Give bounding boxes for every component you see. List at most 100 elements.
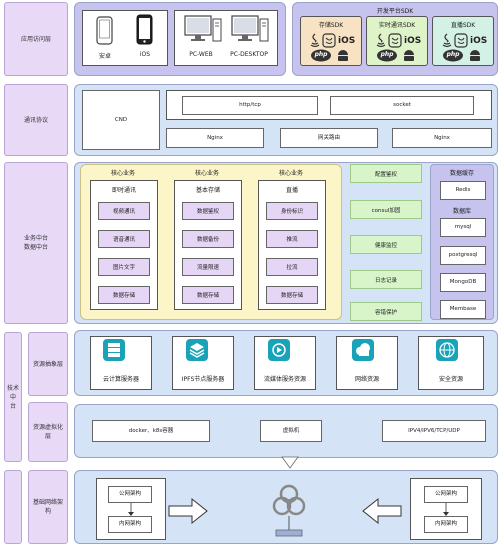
resource-label: IPFS节点服务器 bbox=[181, 376, 225, 383]
core-item: 语音通讯 bbox=[98, 230, 150, 248]
device-pc-desktop-label: PC-DESKTOP bbox=[230, 51, 268, 58]
java-icon bbox=[376, 33, 386, 48]
gateway-label: 网关路由 bbox=[317, 134, 340, 141]
sdk-live bbox=[432, 16, 494, 66]
lane-tech-platform: 技术中 台 bbox=[4, 332, 22, 462]
socket-label: socket bbox=[393, 102, 411, 108]
media-icon bbox=[268, 339, 290, 361]
left-public-net: 公网架构 bbox=[108, 486, 152, 503]
ios-icon: iOS bbox=[338, 36, 356, 46]
left-arrow-down bbox=[128, 503, 134, 516]
core-col-header: 核心业务 bbox=[278, 170, 303, 177]
resource-label: 云计算服务器 bbox=[102, 376, 139, 383]
service-fault-tolerance: 容错保护 bbox=[350, 302, 422, 321]
lane-label: 技术中 bbox=[6, 384, 19, 401]
open-platform-title: 开发平台SDK bbox=[376, 8, 414, 15]
service-health: 健康监控 bbox=[350, 235, 422, 254]
lane-label: 资源虚拟化层 bbox=[32, 424, 63, 440]
core-col-title: 基本存储 bbox=[195, 187, 220, 194]
php-icon bbox=[443, 49, 463, 62]
core-col-title: 直播 bbox=[285, 187, 298, 194]
right-arrow-down bbox=[443, 503, 449, 516]
php-icon-label: php bbox=[314, 51, 328, 58]
virt-protocols: IPV4/IPV6/TCP/UDP bbox=[382, 420, 486, 442]
biohazard-network-icon bbox=[272, 484, 306, 537]
phone-ios-icon bbox=[136, 14, 153, 45]
network-cloud-icon bbox=[352, 339, 374, 361]
lane-label: 基础网络架构 bbox=[32, 499, 63, 515]
java-icon bbox=[310, 33, 320, 48]
cdn-label: CND bbox=[114, 116, 128, 123]
layers-icon bbox=[186, 339, 208, 361]
core-item: 流量限速 bbox=[182, 258, 234, 276]
php-icon bbox=[311, 49, 331, 62]
down-arrow-icon bbox=[281, 456, 299, 469]
php-icon-label: php bbox=[380, 51, 394, 58]
lane-comm-protocol: 通讯协议 bbox=[4, 84, 68, 156]
core-item: 视频通讯 bbox=[98, 202, 150, 220]
pc-web-icon bbox=[184, 15, 222, 42]
lane-base-network-side bbox=[4, 470, 22, 544]
sdk-realtime-label: 实时通讯SDK bbox=[378, 22, 416, 29]
service-logging: 日志记录 bbox=[350, 270, 422, 289]
lane-label: 资源抽象层 bbox=[32, 360, 63, 368]
lane-label: 通讯协议 bbox=[23, 116, 48, 124]
http-tcp-label: http/tcp bbox=[239, 102, 261, 108]
lane-base-network: 基础网络架构 bbox=[28, 470, 68, 544]
mobile-devices-box bbox=[82, 10, 168, 66]
left-internal-net: 内网架构 bbox=[108, 516, 152, 533]
lane-app-access: 应用访问层 bbox=[4, 2, 68, 76]
ios-icon: iOS bbox=[404, 36, 422, 46]
core-item: 数据存储 bbox=[98, 286, 150, 304]
service-config-auth: 配置鉴权 bbox=[350, 164, 422, 183]
db-postgresql: postgresql bbox=[440, 246, 486, 265]
core-item: 图片文字 bbox=[98, 258, 150, 276]
device-android-label: 安卓 bbox=[98, 53, 111, 60]
php-icon bbox=[377, 49, 397, 62]
right-public-net: 公网架构 bbox=[424, 486, 468, 503]
core-item: 推流 bbox=[266, 230, 318, 248]
nginx-left-label: Nginx bbox=[207, 134, 223, 141]
sdk-realtime bbox=[366, 16, 428, 66]
nginx-left-box: Nginx bbox=[166, 128, 264, 148]
core-col-header: 核心业务 bbox=[194, 170, 219, 177]
nginx-right-box: Nginx bbox=[392, 128, 492, 148]
sdk-storage-label: 存储SDK bbox=[318, 22, 344, 29]
lane-business-platform: 业务中台 数据中台 bbox=[4, 162, 68, 324]
db-mongodb: MongoDB bbox=[440, 273, 486, 292]
device-pc-web-label: PC-WEB bbox=[189, 51, 213, 58]
swift-icon bbox=[388, 33, 402, 48]
cdn-box: CND bbox=[82, 90, 160, 150]
globe-icon bbox=[436, 339, 458, 361]
gateway-box: 网关路由 bbox=[280, 128, 378, 148]
database-title: 数据库 bbox=[452, 208, 471, 215]
core-col-title: 即时通讯 bbox=[111, 187, 136, 194]
pc-desktop-icon bbox=[231, 15, 269, 42]
android-icon bbox=[404, 50, 414, 61]
right-internal-net: 内网架构 bbox=[424, 516, 468, 533]
socket-box: socket bbox=[330, 96, 474, 115]
service-consul: consul加固 bbox=[350, 200, 422, 219]
lane-label: 台 bbox=[9, 402, 16, 410]
nginx-right-label: Nginx bbox=[434, 134, 450, 141]
db-redis: Redis bbox=[440, 181, 486, 200]
lane-label: 数据中台 bbox=[23, 244, 48, 251]
core-item: 数据存储 bbox=[266, 286, 318, 304]
left-arrow-icon bbox=[362, 497, 402, 525]
core-item: 身份标识 bbox=[266, 202, 318, 220]
data-cache-title: 数据缓存 bbox=[449, 170, 474, 177]
android-icon bbox=[338, 50, 348, 61]
virt-vm: 虚拟机 bbox=[260, 420, 322, 442]
lane-resource-virtualization: 资源虚拟化层 bbox=[28, 402, 68, 462]
php-icon-label: php bbox=[446, 51, 460, 58]
core-item: 数据鉴权 bbox=[182, 202, 234, 220]
sdk-live-label: 直播SDK bbox=[450, 22, 476, 29]
ios-icon: iOS bbox=[470, 36, 488, 46]
sdk-storage bbox=[300, 16, 362, 66]
swift-icon bbox=[454, 33, 468, 48]
java-icon bbox=[442, 33, 452, 48]
core-item: 数据备份 bbox=[182, 230, 234, 248]
resource-label: 安全资源 bbox=[438, 376, 463, 383]
core-item: 拉流 bbox=[266, 258, 318, 276]
right-arrow-icon bbox=[168, 497, 208, 525]
